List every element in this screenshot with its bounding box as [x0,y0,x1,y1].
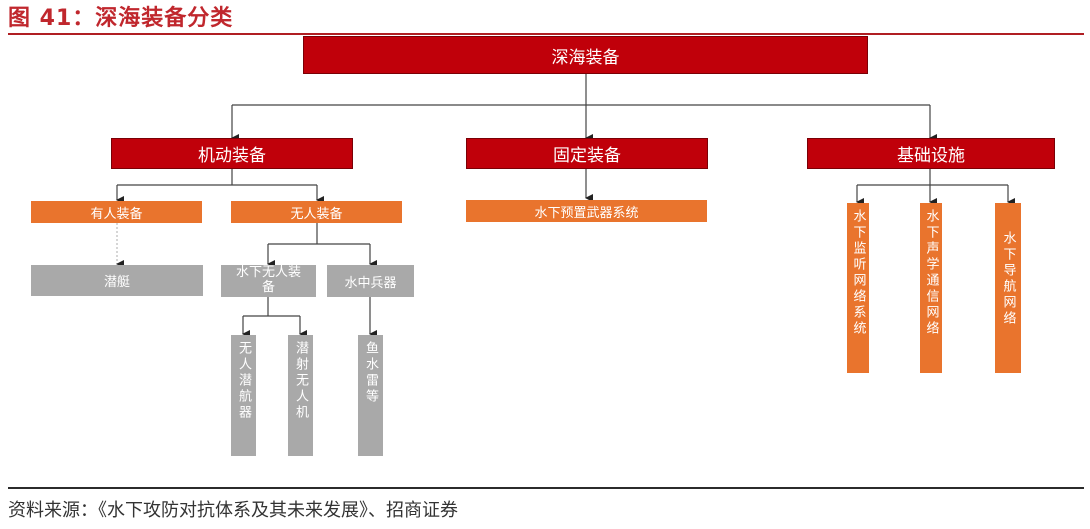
unmanned-submersible-node: 无人潜航器 [231,335,256,456]
navigation-network-label: 水下导航网络 [1000,231,1016,327]
root-node: 深海装备 [303,36,868,74]
navigation-network-node: 水下导航网络 [995,203,1021,373]
monitoring-network-node: 水下监听网络系统 [847,203,869,373]
manned-equipment-node: 有人装备 [31,201,202,223]
top-divider [8,33,1084,35]
source-note: 资料来源：《水下攻防对抗体系及其未来发展》、招商证券 [8,500,458,521]
uuv-equipment-node: 水下无人装备 [221,265,316,297]
figure-title: 图 41：深海装备分类 [8,6,234,31]
submarine-launched-uav-label: 潜射无人机 [293,341,308,421]
submarine-launched-uav-node: 潜射无人机 [288,335,313,456]
submarine-node: 潜艇 [31,265,203,296]
mobile-equipment-node: 机动装备 [111,138,353,169]
underwater-weapons-node: 水中兵器 [327,265,414,297]
acoustic-comm-network-node: 水下声学通信网络 [920,203,942,373]
monitoring-network-label: 水下监听网络系统 [850,209,866,337]
torpedo-mines-label: 鱼水雷等 [363,341,378,405]
fixed-equipment-node: 固定装备 [466,138,708,169]
unmanned-equipment-node: 无人装备 [231,201,402,223]
acoustic-comm-network-label: 水下声学通信网络 [923,209,939,337]
bottom-divider [8,487,1084,489]
torpedo-mines-node: 鱼水雷等 [358,335,383,456]
infrastructure-node: 基础设施 [807,138,1055,169]
unmanned-submersible-label: 无人潜航器 [236,341,251,421]
preset-weapons-node: 水下预置武器系统 [466,200,707,222]
